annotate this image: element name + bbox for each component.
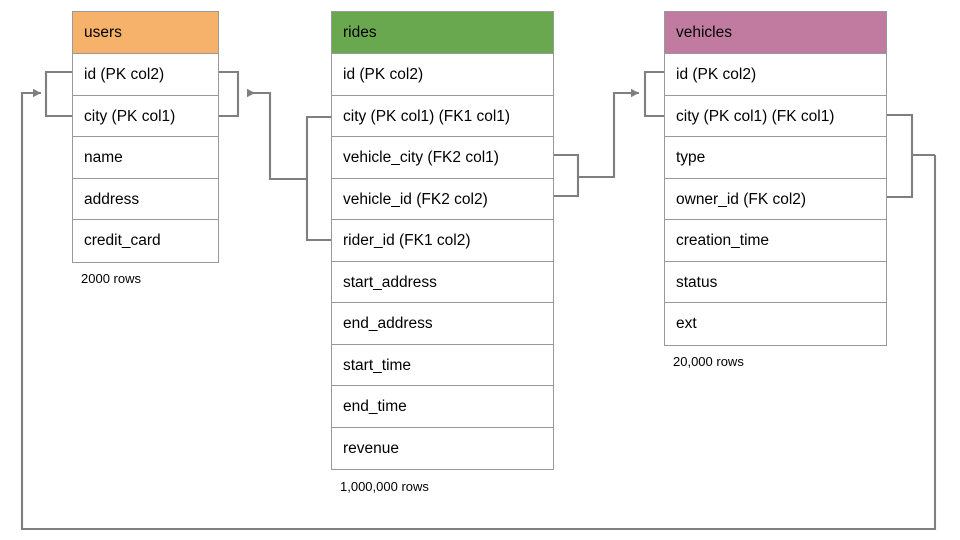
table-vehicles-column-city[interactable]: city (PK col1) (FK col1) (665, 95, 886, 137)
table-vehicles-column-status[interactable]: status (665, 261, 886, 303)
connector-rides-rider-stem (247, 88, 307, 181)
connector-vehicles-owner-bracket (887, 113, 914, 199)
table-users-column-city[interactable]: city (PK col1) (73, 95, 218, 137)
table-users[interactable]: users id (PK col2) city (PK col1) name a… (72, 11, 219, 263)
table-rides-column-vehicle-id[interactable]: vehicle_id (FK2 col2) (332, 178, 553, 220)
table-rides-column-revenue[interactable]: revenue (332, 427, 553, 469)
connector-rides-rider-to-users (305, 115, 331, 242)
table-rides-column-end-time[interactable]: end_time (332, 386, 553, 428)
table-rides-column-end-address[interactable]: end_address (332, 303, 553, 345)
table-vehicles-column-type[interactable]: type (665, 137, 886, 179)
table-vehicles-row-count: 20,000 rows (673, 354, 744, 369)
table-rides-header: rides (332, 12, 553, 54)
table-rides-column-vehicle-city[interactable]: vehicle_city (FK2 col1) (332, 137, 553, 179)
table-rides-column-rider-id[interactable]: rider_id (FK1 col2) (332, 220, 553, 262)
table-rides-column-id[interactable]: id (PK col2) (332, 54, 553, 96)
connector-rides-vehicle-bracket (554, 153, 580, 198)
connector-rides-vehicle-stem (578, 88, 639, 179)
table-rides[interactable]: rides id (PK col2) city (PK col1) (FK1 c… (331, 11, 554, 470)
table-users-column-credit-card[interactable]: credit_card (73, 220, 218, 262)
connector-users-left-bracket (44, 70, 72, 118)
connector-users-right-bracket (219, 70, 240, 118)
table-vehicles-column-ext[interactable]: ext (665, 303, 886, 345)
table-vehicles-column-creation-time[interactable]: creation_time (665, 220, 886, 262)
table-users-row-count: 2000 rows (81, 271, 141, 286)
table-vehicles[interactable]: vehicles id (PK col2) city (PK col1) (FK… (664, 11, 887, 346)
table-rides-column-start-time[interactable]: start_time (332, 344, 553, 386)
table-users-column-address[interactable]: address (73, 178, 218, 220)
table-vehicles-column-owner-id[interactable]: owner_id (FK col2) (665, 178, 886, 220)
table-rides-column-city[interactable]: city (PK col1) (FK1 col1) (332, 95, 553, 137)
table-rides-row-count: 1,000,000 rows (340, 479, 429, 494)
table-rides-column-start-address[interactable]: start_address (332, 261, 553, 303)
table-users-column-name[interactable]: name (73, 137, 218, 179)
table-vehicles-header: vehicles (665, 12, 886, 54)
connector-vehicles-left-bracket (643, 70, 664, 118)
table-vehicles-column-id[interactable]: id (PK col2) (665, 54, 886, 96)
table-users-header: users (73, 12, 218, 54)
table-users-column-id[interactable]: id (PK col2) (73, 54, 218, 96)
